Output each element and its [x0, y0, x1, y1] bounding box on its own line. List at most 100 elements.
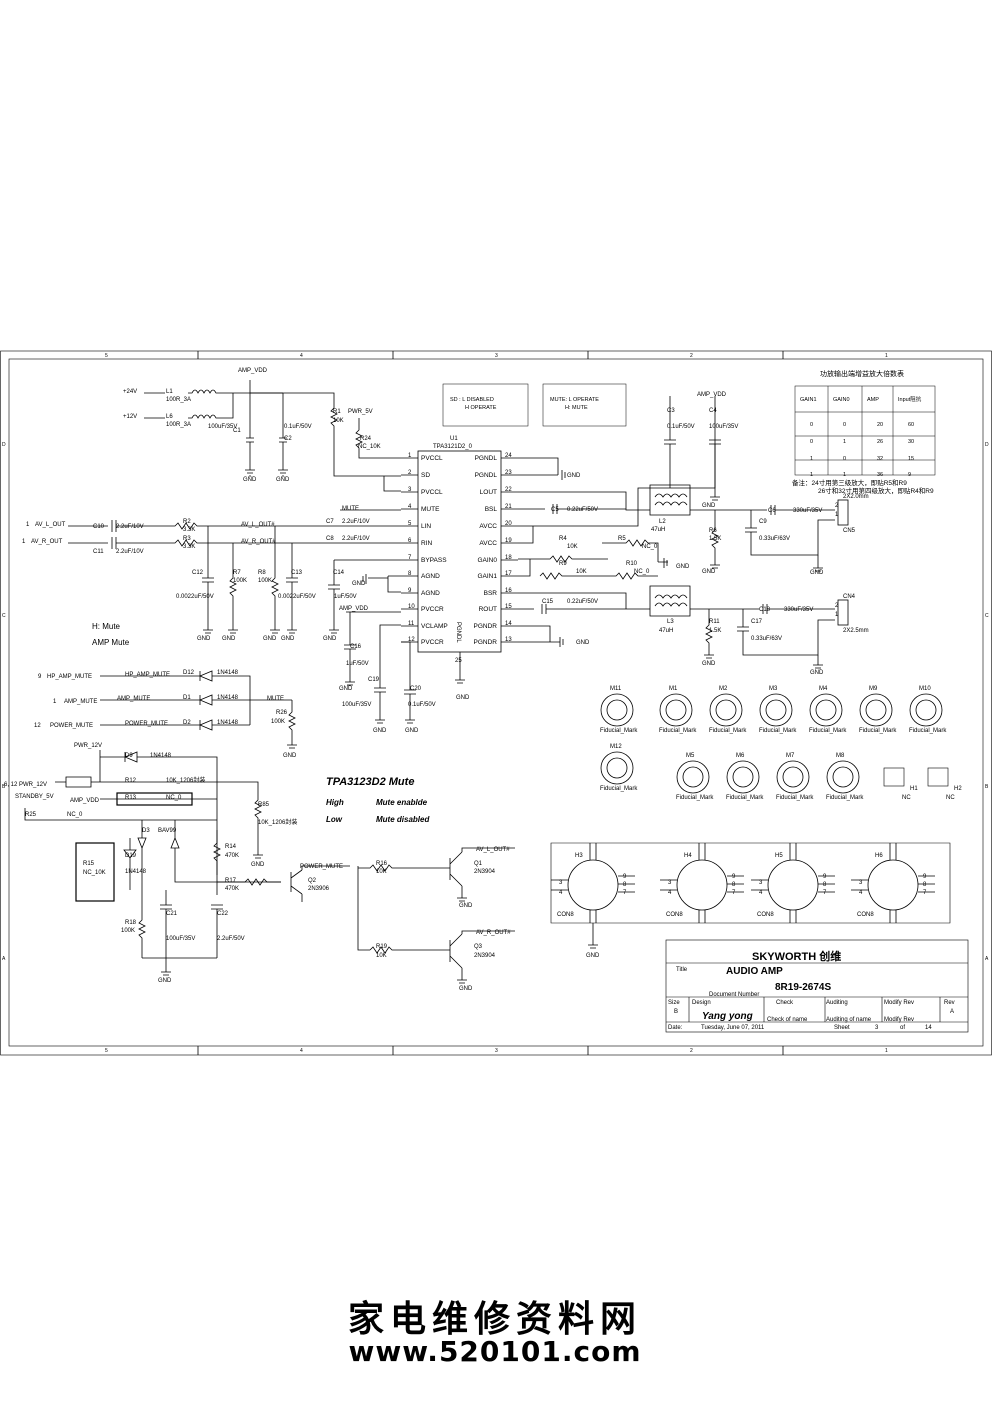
ic-pin-name: PVCCL — [421, 455, 443, 462]
gain-table-cell: 1 — [810, 472, 813, 478]
ic-pin-name: RIN — [421, 540, 433, 547]
net-label: R19 — [376, 944, 388, 950]
net-label: D12 — [183, 670, 195, 676]
connector-pins — [751, 843, 835, 923]
net-label: 100uF/35V — [208, 424, 237, 430]
net-label: 10K — [333, 418, 344, 424]
fiducial-inner — [815, 699, 837, 721]
fiducial-inner — [765, 699, 787, 721]
net-label: 0.22uF/50V — [567, 507, 598, 513]
fiducial-outer — [909, 693, 943, 727]
fiducial-label: Fiducial_Mark — [726, 795, 764, 801]
mute-note-box — [542, 383, 627, 427]
net-label: GND — [281, 636, 295, 642]
net-label: 3.3K — [183, 527, 195, 533]
net-label: AV_L_OUT# — [241, 522, 275, 528]
output-section — [518, 396, 849, 669]
mounting-connectors — [551, 843, 935, 923]
net-label: AV_R_OUT# — [241, 539, 276, 545]
net-label: AMP_VDD — [339, 606, 369, 612]
border-col-label: 4 — [300, 1048, 303, 1054]
gain-table-cell: 36 — [877, 472, 883, 478]
net-label: NC_10K — [83, 870, 106, 876]
net-label: R12 — [125, 778, 137, 784]
connector-pin-number: 3 — [859, 880, 863, 886]
net-label: 1N4148 — [125, 869, 147, 875]
gain-table-header: GAIN0 — [833, 397, 850, 403]
fiducial-label: Fiducial_Mark — [826, 795, 864, 801]
rev-value: A — [950, 1009, 954, 1015]
net-label: GND — [576, 640, 590, 646]
ic-pin-number: 10 — [408, 604, 415, 610]
net-label: 100K — [271, 719, 285, 725]
net-label: R26 — [276, 710, 288, 716]
net-label: C14 — [333, 570, 345, 576]
net-label: GND — [702, 569, 716, 575]
hole-label: NC — [946, 795, 955, 801]
net-label: GND — [352, 581, 366, 587]
mute-table-text: High — [326, 798, 344, 807]
power-mute-section — [24, 750, 350, 976]
ic-pin-number: 13 — [505, 637, 512, 643]
net-label: 1 — [22, 539, 26, 545]
net-label: C5 — [551, 507, 559, 513]
net-label: 2N3906 — [308, 886, 330, 892]
connector-pin-number: 9 — [623, 874, 627, 880]
net-label: L3 — [667, 619, 674, 625]
net-label: D9 — [125, 753, 133, 759]
net-label: GND — [276, 477, 290, 483]
net-label: GND — [567, 473, 581, 479]
net-label: GND — [459, 986, 473, 992]
ic-pin-number: 19 — [505, 538, 512, 544]
connector-gnd-label: GND — [586, 953, 600, 959]
net-label: NC_0 — [634, 569, 650, 575]
ic-pin-name: BYPASS — [421, 557, 447, 564]
net-label: R15 — [83, 861, 95, 867]
connector-label: CON8 — [857, 912, 874, 918]
gain-table-cell: 20 — [877, 422, 883, 428]
net-label: 3.3K — [183, 544, 195, 550]
fiducial-inner — [732, 766, 754, 788]
ic-pin-number: 4 — [408, 504, 412, 510]
net-label: C22 — [217, 911, 229, 917]
border-col-label: 4 — [300, 353, 303, 359]
fiducial-ref: M2 — [719, 686, 728, 692]
fiducial-outer — [659, 693, 693, 727]
gain-table-cell: 1 — [810, 456, 813, 462]
gain-table-cell: 1 — [843, 439, 846, 445]
ic-pin-name: AGND — [421, 590, 440, 597]
mute-table-text: Mute disabled — [376, 815, 430, 824]
mute-note: AMP Mute — [92, 638, 130, 647]
net-label: C2 — [284, 436, 292, 442]
ic-pin-name: GAIN1 — [477, 573, 497, 580]
connector-ref: H6 — [875, 853, 883, 859]
net-label: GND — [459, 903, 473, 909]
sd-note-box — [442, 383, 529, 427]
net-label: R8 — [258, 570, 266, 576]
fiducial-outer — [600, 693, 634, 727]
gain-table-cell: 9 — [908, 472, 911, 478]
net-label: 47uH — [659, 628, 673, 634]
fiducial-ref: M12 — [610, 744, 622, 750]
mute-table-text: Low — [326, 815, 343, 824]
net-label: 100uF/35V — [709, 424, 738, 430]
watermark-line2: www.520101.com — [348, 1335, 642, 1368]
net-label: D19 — [125, 853, 137, 859]
fiducial-label: Fiducial_Mark — [600, 786, 638, 792]
hole-label: NC — [902, 795, 911, 801]
net-label: Q3 — [474, 944, 483, 950]
net-label: 10K — [567, 544, 578, 550]
net-label: C15 — [542, 599, 554, 605]
net-label: C21 — [166, 911, 178, 917]
net-label: 2X2.5mm — [843, 628, 869, 634]
net-label: C11 — [93, 549, 104, 555]
border-row-label: B — [985, 784, 989, 790]
fiducial-ref: M10 — [919, 686, 931, 692]
border-col-label: 3 — [495, 353, 498, 359]
gain-table-cell: 32 — [877, 456, 883, 462]
connector-pin-number: 7 — [732, 890, 736, 896]
net-label: 1.5K — [709, 536, 721, 542]
net-label: +24V — [123, 389, 137, 395]
gain-table-cell: 1 — [843, 472, 846, 478]
